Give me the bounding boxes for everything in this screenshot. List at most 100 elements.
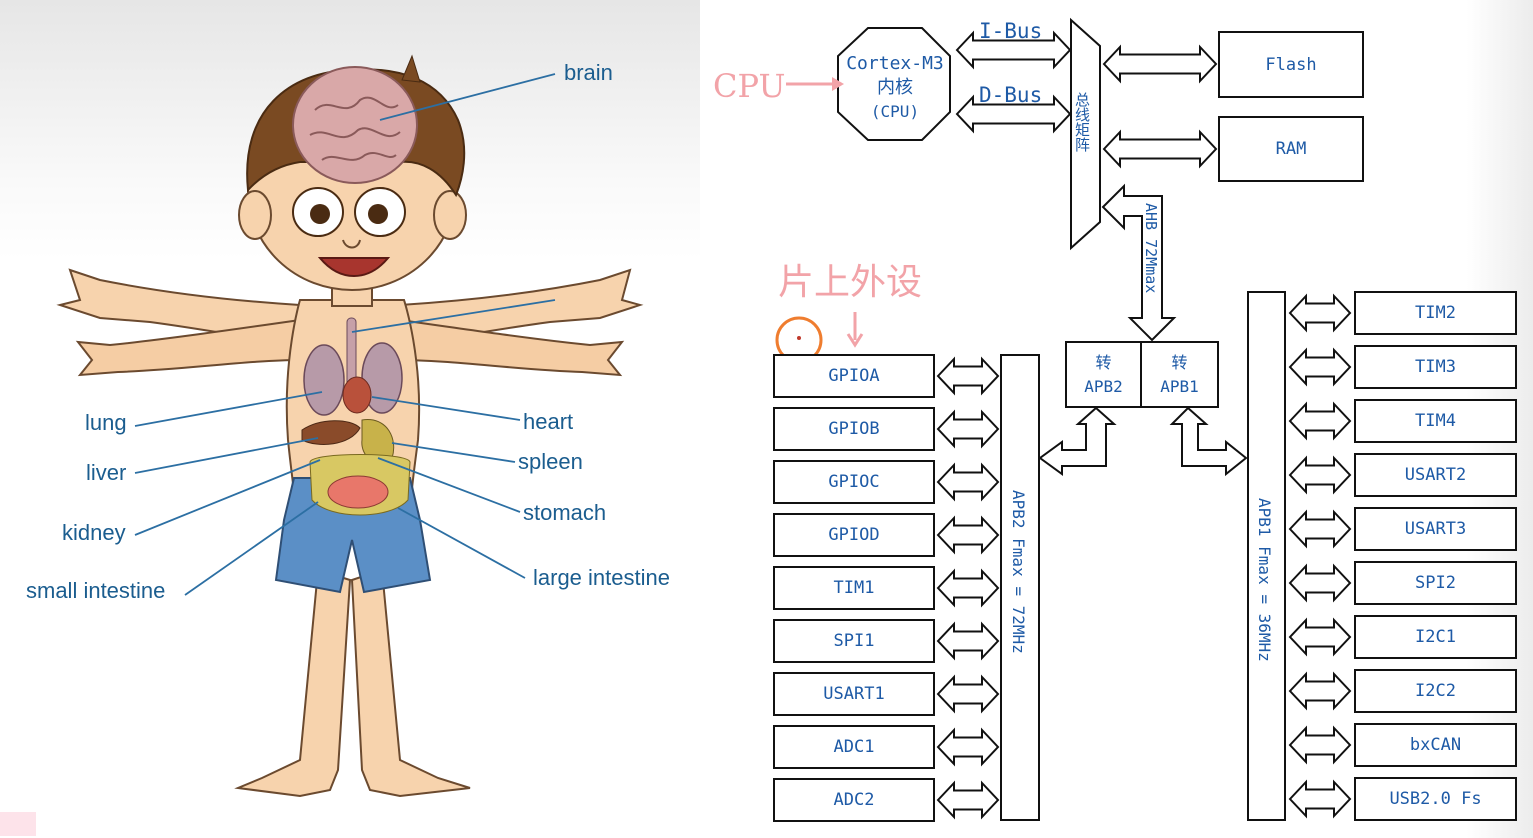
ibus-label: I-Bus [979, 19, 1043, 43]
peripheral-label: TIM3 [1415, 357, 1456, 377]
peripheral-label: SPI2 [1415, 573, 1456, 593]
apb2-peripheral-arrow [936, 568, 1000, 608]
peripheral-label: I2C2 [1415, 681, 1456, 701]
peripheral-note: 片上外设 [778, 262, 923, 303]
peripheral-label: TIM1 [833, 578, 875, 598]
apb1-peripheral-arrow [1288, 347, 1352, 387]
apb1-peripheral-arrow [1288, 509, 1352, 549]
peripheral-block: I2C1 [1354, 615, 1517, 659]
apb-bridge: 转 APB2 转 APB1 [1065, 341, 1219, 408]
apb1-peripheral-arrow [1288, 455, 1352, 495]
cpu-core: Cortex-M3 内核 (CPU) [836, 52, 954, 122]
dbus-arrow [955, 94, 1072, 134]
apb2-bridge-bottom: APB2 [1084, 376, 1123, 396]
apb1-peripheral-arrow [1288, 779, 1352, 819]
peripheral-block: TIM2 [1354, 291, 1517, 335]
peripheral-label: USB2.0 Fs [1389, 789, 1482, 809]
apb1-bridge-cell: 转 APB1 [1142, 343, 1217, 406]
apb2-peripheral-arrow [936, 621, 1000, 661]
flash-label: Flash [1265, 54, 1317, 75]
apb1-peripheral-arrow [1288, 617, 1352, 657]
ram-label: RAM [1275, 139, 1307, 159]
cpu-core-octagon [837, 27, 951, 141]
brain-label: brain [564, 60, 613, 85]
peripheral-block: TIM1 [773, 566, 935, 610]
apb2-peripheral-arrow [936, 780, 1000, 820]
apb2-peripheral-arrow [936, 515, 1000, 555]
bus-matrix-shape [1070, 17, 1101, 251]
peripheral-label: TIM4 [1415, 411, 1456, 431]
peripheral-block: USART1 [773, 672, 935, 716]
peripheral-block: GPIOD [773, 513, 935, 557]
kidney-label: kidney [62, 520, 126, 545]
apb1-bus [1247, 291, 1286, 821]
apb1-bridge-bottom: APB1 [1160, 376, 1199, 396]
ram-bus-arrow [1102, 129, 1218, 169]
peripheral-label: USART1 [823, 684, 885, 704]
peripheral-label: ADC2 [833, 790, 875, 810]
peripheral-label: TIM2 [1415, 303, 1456, 323]
apb1-bus-label: APB1 Fmax = 36MHz [1255, 498, 1274, 662]
peripheral-label: GPIOC [828, 472, 880, 492]
dbus-label: D-Bus [979, 83, 1043, 107]
peripheral-block: GPIOB [773, 407, 935, 451]
cpu-core-subtitle: 内核 [877, 77, 913, 99]
cpu-core-cpu: (CPU) [870, 101, 920, 121]
flash-bus-arrow [1102, 44, 1218, 84]
ram-block: RAM [1218, 116, 1364, 182]
apb2-bus [1000, 354, 1040, 821]
peripheral-label: GPIOD [828, 525, 880, 545]
peripheral-label: GPIOB [828, 419, 880, 439]
peripheral-block: ADC2 [773, 778, 935, 822]
human-body-illustration [56, 54, 644, 798]
peripheral-block: TIM3 [1354, 345, 1517, 389]
peripheral-label: USART2 [1404, 465, 1467, 485]
bus-matrix-label: 总线矩阵 [1073, 92, 1091, 152]
peripheral-label: bxCAN [1409, 735, 1462, 755]
large-intestine-label: large intestine [533, 565, 670, 590]
lung-label: lung [85, 410, 127, 435]
peripheral-block: SPI1 [773, 619, 935, 663]
peripheral-label: GPIOA [828, 366, 880, 386]
liver-label: liver [86, 460, 127, 485]
peripheral-block: USART3 [1354, 507, 1517, 551]
cpu-note: CPU [713, 67, 786, 105]
apb1-peripheral-arrow [1288, 671, 1352, 711]
cpu-core-name: Cortex-M3 [846, 53, 944, 74]
apb2-peripheral-arrow [936, 674, 1000, 714]
small-intestine-label: small intestine [26, 578, 166, 603]
apb1-peripheral-arrow [1288, 563, 1352, 603]
peripheral-block: SPI2 [1354, 561, 1517, 605]
apb2-bus-label: APB2 Fmax = 72MHz [1009, 490, 1028, 654]
apb2-bridge-arrow [1038, 406, 1117, 476]
peripheral-label: I2C1 [1415, 627, 1456, 647]
apb2-bridge-cell: 转 APB2 [1067, 343, 1142, 406]
pink-corner-mark [0, 812, 36, 836]
apb1-bridge-top: 转 [1171, 352, 1188, 372]
apb2-peripheral-arrow [936, 409, 1000, 449]
apb1-bridge-arrow [1169, 406, 1248, 477]
peripheral-label: ADC1 [833, 737, 875, 757]
apb2-bridge-top: 转 [1095, 352, 1112, 372]
ibus-arrow [955, 30, 1072, 70]
stomach-label: stomach [523, 500, 607, 525]
ahb-arrow [1101, 183, 1177, 342]
peripheral-label: USART3 [1404, 519, 1467, 539]
peripheral-block: bxCAN [1354, 723, 1517, 767]
apb2-peripheral-arrow [936, 462, 1000, 502]
flash-block: Flash [1218, 31, 1364, 98]
ahb-label: AHB 72Mmax [1142, 203, 1160, 294]
peripheral-block: I2C2 [1354, 669, 1517, 713]
apb2-peripheral-arrow [936, 727, 1000, 767]
peripheral-block: GPIOA [773, 354, 935, 398]
apb1-peripheral-arrow [1288, 725, 1352, 765]
peripheral-block: TIM4 [1354, 399, 1517, 443]
peripheral-block: USB2.0 Fs [1354, 777, 1517, 821]
apb1-peripheral-arrow [1288, 293, 1352, 333]
apb2-peripheral-arrow [936, 356, 1000, 396]
peripheral-label: SPI1 [833, 631, 875, 651]
peripheral-block: GPIOC [773, 460, 935, 504]
apb1-peripheral-arrow [1288, 401, 1352, 441]
spleen-label: spleen [518, 449, 583, 474]
